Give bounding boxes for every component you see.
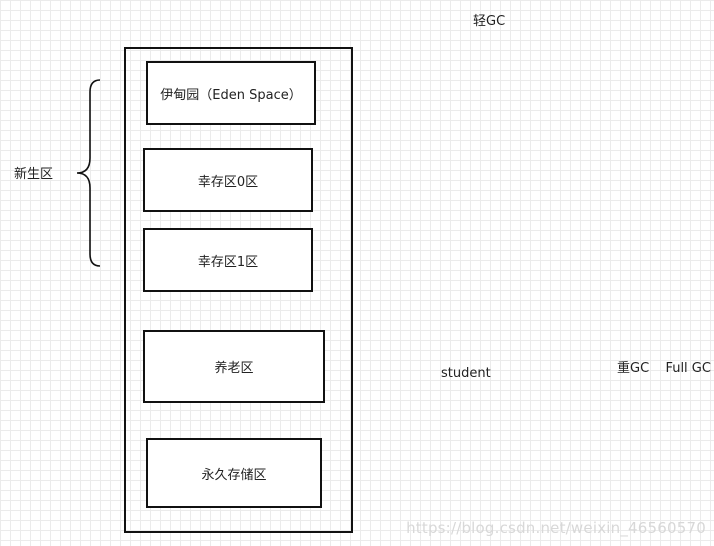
survivor-1-box: 幸存区1区 (143, 228, 313, 292)
watermark: https://blog.csdn.net/weixin_46560570 (406, 519, 706, 537)
survivor-1-label: 幸存区1区 (197, 254, 259, 270)
major-gc-text: 重GC (617, 361, 650, 376)
survivor-0-label: 幸存区0区 (197, 174, 259, 190)
permanent-generation-label: 永久存储区 (201, 467, 267, 483)
old-generation-label: 养老区 (214, 361, 254, 376)
heap-container (124, 47, 353, 533)
student-label: student (441, 366, 491, 381)
eden-space-label: 伊甸园（Eden Space） (160, 87, 302, 103)
old-generation-box: 养老区 (143, 330, 325, 403)
survivor-0-box: 幸存区0区 (143, 148, 313, 212)
eden-space-box: 伊甸园（Eden Space） (146, 61, 316, 125)
major-gc-label: 重GC Full GC (617, 361, 711, 377)
full-gc-text: Full GC (665, 361, 711, 376)
young-generation-label: 新生区 (14, 167, 54, 182)
young-generation-brace (76, 79, 101, 267)
minor-gc-label: 轻GC (473, 14, 506, 29)
permanent-generation-box: 永久存储区 (146, 438, 322, 508)
